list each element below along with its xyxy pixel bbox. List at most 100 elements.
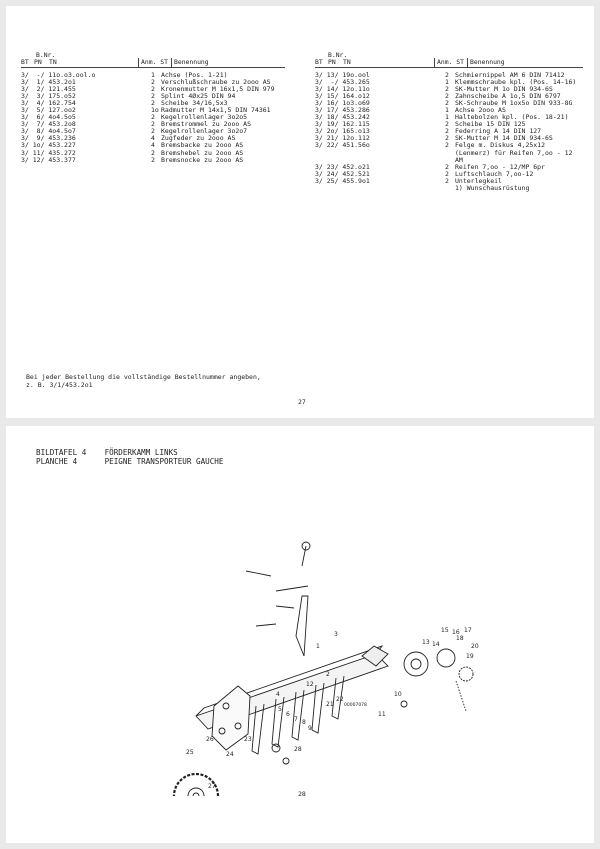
part-quantity: 1 (445, 106, 449, 115)
part-quantity: 2 (151, 85, 155, 94)
callout-number: 21 (326, 701, 334, 708)
upper-pivot (301, 541, 311, 551)
parts-row: 3/ 22/ 451.56o 2 Felge m. Diskus 4,25x12 (… (315, 142, 587, 163)
part-reference: 3/ -/ 453.265 (315, 78, 370, 87)
callout-number: 12 (306, 681, 314, 688)
callout-number: 16 (452, 629, 460, 636)
part-reference: 3/ 16/ 1o3.o69 (315, 99, 370, 108)
part-reference: 3/ 9/ 453.236 (21, 134, 76, 143)
clamp-block (361, 645, 389, 667)
column-separator (138, 58, 139, 68)
part-quantity: 2 (151, 120, 155, 129)
callout-number: 23 (244, 736, 252, 743)
header-rule (315, 67, 583, 68)
part-description: Bremsbacke zu 2ooo AS (161, 141, 244, 150)
part-description: Achse 2ooo AS (455, 106, 506, 115)
part-reference: 3/ 13/ 19o.ool (315, 71, 370, 79)
part-quantity: 2 (445, 127, 449, 136)
callout-number: 26 (206, 736, 214, 743)
column-separator (467, 58, 468, 68)
bolt (255, 623, 277, 627)
sprocket-center (192, 792, 200, 796)
callout-number: 22 (336, 696, 344, 703)
part-description: Zugfeder zu 2ooo AS (161, 134, 236, 143)
benennung-header: Benennung (470, 58, 505, 66)
comb-tine (331, 675, 345, 720)
part-description: Luftschlauch 7,oo-12 (455, 169, 534, 178)
part-quantity: 2 (151, 92, 155, 101)
part-description: Federring A 14 DIN 127 (455, 127, 542, 136)
callout-number: 8 (302, 719, 306, 726)
part-description: Felge m. Diskus 4,25x12 (Lenmerz) für Re… (455, 141, 573, 164)
part-quantity: 2 (445, 176, 449, 185)
part-quantity: 1o (151, 106, 159, 115)
part-quantity: 2 (445, 134, 449, 143)
pn-header: PN (34, 58, 42, 66)
callout-number: 6 (286, 711, 290, 718)
header-rule (21, 67, 285, 68)
tn-header: TN (343, 58, 351, 66)
callout-number: 1 (316, 643, 320, 650)
plate-bolt (218, 727, 226, 735)
part-description: Radmutter M 14x1,5 DIN 74361 (161, 106, 271, 115)
washer (400, 700, 408, 708)
part-quantity: 2 (151, 148, 155, 157)
callout-number: 20 (471, 643, 479, 650)
part-reference: 3/ 12/ 453.377 (21, 155, 76, 164)
part-description: Verschlußschraube zu 2ooo AS (161, 78, 271, 87)
column-separator (434, 58, 435, 68)
part-reference: 3/ 1o/ 453.227 (21, 141, 76, 150)
callout-number: 9 (308, 725, 312, 732)
sprocket-hub (187, 787, 205, 796)
part-quantity: 2 (445, 99, 449, 108)
part-reference: 3/ 15/ 164.o12 (315, 92, 370, 101)
part-quantity: 2 (445, 141, 449, 150)
page-number: 28 (298, 790, 306, 798)
washer (282, 757, 290, 765)
upper-link (301, 545, 307, 567)
part-description: Haltebolzen kpl. (Pos. 18-21) (455, 113, 569, 122)
part-description: Scheibe 34/16,5x3 (161, 99, 228, 108)
callout-number: 19 (466, 653, 474, 660)
part-reference: 3/ 5/ 127.oo2 (21, 106, 76, 115)
part-quantity: 2 (445, 169, 449, 178)
bolt (275, 605, 295, 609)
part-quantity: 2 (445, 85, 449, 94)
washer (271, 743, 281, 753)
bt-header: BT (315, 58, 323, 66)
part-reference: 3/ 14/ 12o.11o (315, 85, 370, 94)
hub-ring (436, 648, 456, 668)
part-reference: 3/ 19/ 162.115 (315, 120, 370, 129)
part-quantity: 2 (151, 78, 155, 87)
callout-number: 10 (394, 691, 402, 698)
part-reference: 3/ 17/ 453.286 (315, 106, 370, 115)
benennung-header: Benennung (174, 58, 209, 66)
part-reference: 3/ 1/ 453.2o1 (21, 78, 76, 87)
part-description: Achse (Pos. 1-21) (161, 71, 228, 79)
comb-tine (311, 682, 325, 734)
callout-number: 3 (334, 631, 338, 638)
callout-number: 27 (208, 783, 216, 790)
part-reference: 3/ 22/ 451.56o (315, 141, 370, 150)
plate-bolt (234, 722, 242, 730)
callout-number: 17 (464, 627, 472, 634)
part-reference: 3/ 4/ 162.754 (21, 99, 76, 108)
part-description: Bremstrommel zu 2ooo AS (161, 120, 252, 129)
part-reference: 3/ 25/ 455.9o1 (315, 176, 370, 185)
anm-st-header: Anm. ST (141, 58, 168, 66)
part-description: Zahnscheibe A 1o,5 DIN 6797 (455, 92, 561, 101)
page-number: 27 (298, 398, 306, 406)
part-description: Kegelrollenlager 3o2o7 (161, 127, 248, 136)
